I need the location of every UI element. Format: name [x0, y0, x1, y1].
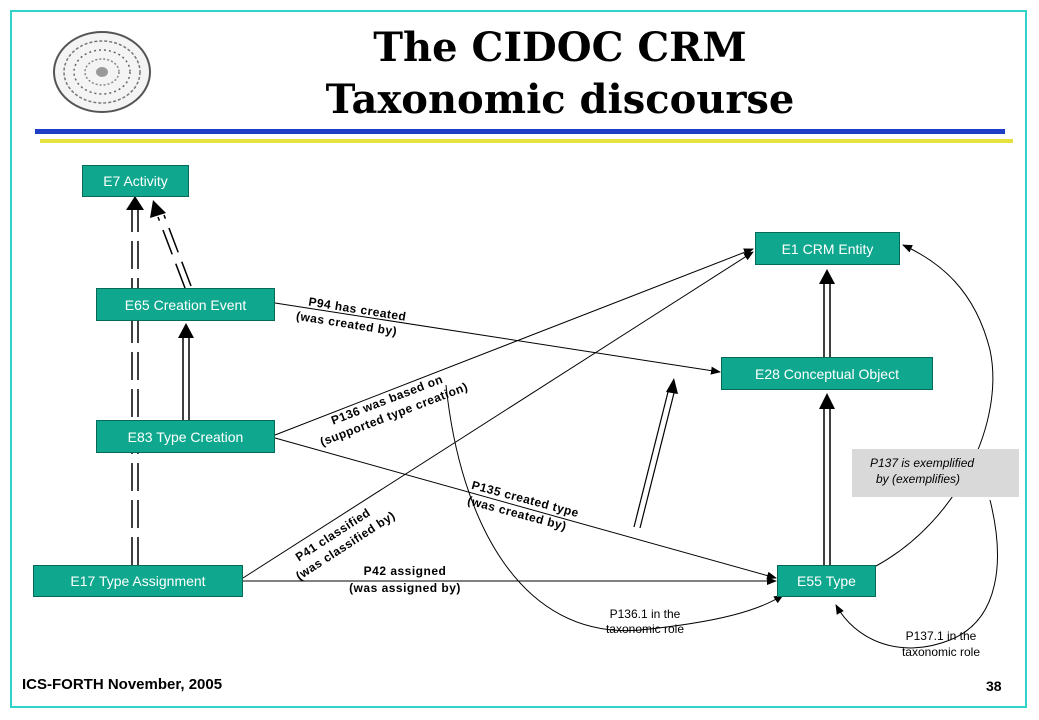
e17-to-e7-dashed-link [126, 196, 144, 565]
label-p137-1-line2: taxonomic role [901, 645, 981, 659]
p94-link [274, 302, 721, 375]
title-underline-blue [35, 129, 1005, 134]
p136-link [274, 248, 754, 436]
label-p137-line2: by (exemplifies) [876, 472, 961, 486]
e83-to-e65-isa-link [178, 323, 194, 420]
label-p42: P42 assigned (was assigned by) [330, 563, 480, 597]
node-e65-creation-event: E65 Creation Event [96, 288, 275, 321]
e28-to-e1-isa-link [819, 269, 835, 357]
slide-title: The CIDOC CRM Taxonomic discourse [240, 22, 880, 126]
node-e28-label: E28 Conceptual Object [755, 365, 899, 382]
p135-link [274, 437, 777, 580]
e55-to-e28-isa-link [819, 393, 835, 565]
node-e83-type-creation: E83 Type Creation [96, 420, 275, 453]
p137-1-curve [835, 499, 998, 649]
node-e28-conceptual-object: E28 Conceptual Object [721, 357, 933, 390]
node-e1-label: E1 CRM Entity [781, 240, 874, 257]
label-p137-line1: P137 is exemplified [870, 456, 975, 470]
label-p136-1-line1: P136.1 in the [609, 607, 681, 621]
node-e7-activity: E7 Activity [82, 165, 189, 197]
e65-to-e7-dashed-link [150, 200, 192, 289]
label-p137-1: P137.1 in the taxonomic role [876, 628, 1006, 660]
p136-1-curve [445, 384, 784, 632]
label-p137-box: P137 is exemplified by (exemplifies) [852, 449, 1019, 497]
node-e17-type-assignment: E17 Type Assignment [33, 565, 243, 597]
node-e65-label: E65 Creation Event [124, 296, 247, 313]
p137-curve [875, 244, 994, 567]
node-e7-label: E7 Activity [103, 173, 168, 189]
label-p136-1: P136.1 in the taxonomic role [580, 607, 710, 637]
p135-isa-double-arrow [633, 378, 678, 529]
node-e17-label: E17 Type Assignment [70, 573, 206, 589]
node-e55-label: E55 Type [797, 573, 856, 589]
node-e83-label: E83 Type Creation [127, 428, 244, 445]
node-e55-type: E55 Type [777, 565, 876, 597]
title-line-2: Taxonomic discourse [325, 76, 795, 123]
label-p136-1-line2: taxonomic role [605, 622, 685, 636]
label-p137-1-line1: P137.1 in the [905, 629, 977, 643]
phaistos-disc-logo [46, 26, 158, 118]
p41-link [242, 251, 754, 579]
footer-text: ICS-FORTH November, 2005 [22, 676, 223, 693]
title-line-1: The CIDOC CRM [373, 24, 747, 71]
node-e1-crm-entity: E1 CRM Entity [755, 232, 900, 265]
page-number: 38 [986, 678, 1002, 694]
label-p42-line2: (was assigned by) [349, 581, 461, 595]
slide-frame [10, 10, 1027, 708]
label-p42-line1: P42 assigned [363, 564, 447, 578]
title-underline-yellow [40, 139, 1013, 143]
